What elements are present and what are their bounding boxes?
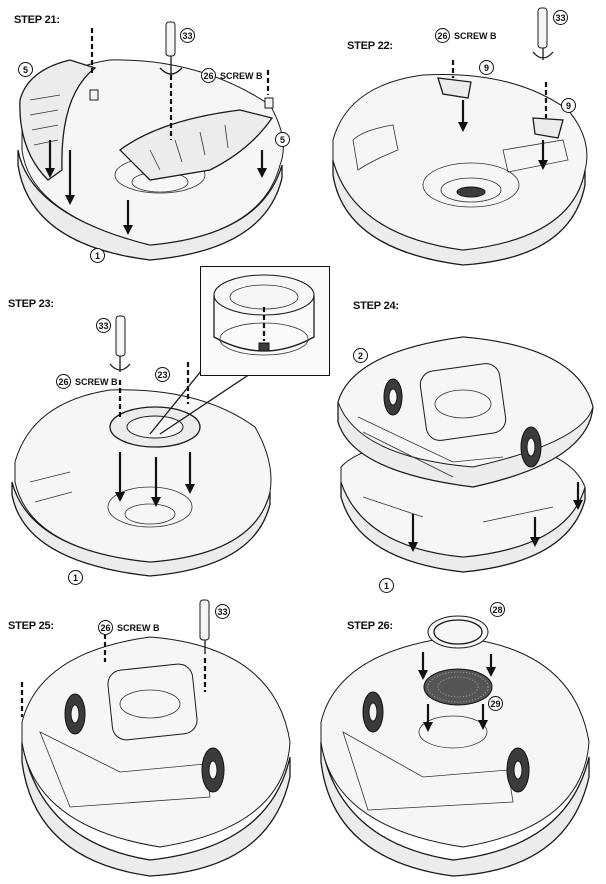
screw-b-label: SCREW B xyxy=(117,623,160,633)
tool-33-callout: 33 xyxy=(553,10,568,25)
step-21-panel: STEP 21: 5 33 26 SCREW B 5 1 xyxy=(0,0,303,292)
part-5-left-callout: 5 xyxy=(18,62,33,77)
step-22-illustration xyxy=(332,7,588,266)
part-5-right-callout: 5 xyxy=(275,132,290,147)
step-21-label: STEP 21: xyxy=(14,14,60,26)
screw-26-callout: 26 xyxy=(201,68,216,83)
ring-23-callout: 23 xyxy=(155,367,170,382)
step-24-illustration xyxy=(337,336,594,573)
tool-33-callout: 33 xyxy=(180,28,195,43)
step-22-label: STEP 22: xyxy=(347,40,393,52)
base-1-callout: 1 xyxy=(90,248,105,263)
step-23-illustration xyxy=(11,315,272,577)
screw-26-callout: 26 xyxy=(56,374,71,389)
part-9-top-callout: 9 xyxy=(479,60,494,75)
step-26-panel: STEP 26: 28 29 xyxy=(303,592,606,884)
part-9-bottom-callout: 9 xyxy=(561,98,576,113)
step-26-illustration xyxy=(320,615,590,877)
step-25-panel: STEP 25: 26 SCREW B 33 xyxy=(0,592,303,884)
detail-inset xyxy=(200,266,330,376)
step-24-label: STEP 24: xyxy=(353,300,399,312)
screw-26-callout: 26 xyxy=(435,28,450,43)
step-25-label: STEP 25: xyxy=(8,620,54,632)
base-1-callout: 1 xyxy=(379,578,394,593)
filter-29-callout: 29 xyxy=(488,696,503,711)
screw-26-callout: 26 xyxy=(98,620,113,635)
step-26-label: STEP 26: xyxy=(347,620,393,632)
cover-2-callout: 2 xyxy=(353,348,368,363)
step-25-illustration xyxy=(20,599,291,877)
tool-33-callout: 33 xyxy=(215,604,230,619)
step-21-illustration xyxy=(17,21,284,261)
ring-28-callout: 28 xyxy=(490,602,505,617)
base-1-callout: 1 xyxy=(68,570,83,585)
detail-inset-illustration xyxy=(213,274,315,356)
screw-b-label: SCREW B xyxy=(220,71,263,81)
step-23-label: STEP 23: xyxy=(8,298,54,310)
screw-b-label: SCREW B xyxy=(75,377,118,387)
screw-b-label: SCREW B xyxy=(454,31,497,41)
step-24-panel: STEP 24: 2 1 xyxy=(303,292,606,593)
step-22-panel: STEP 22: 26 SCREW B 33 9 9 xyxy=(303,0,606,292)
step-23-panel: STEP 23: 33 26 SCREW B 23 1 xyxy=(0,266,330,585)
tool-33-callout: 33 xyxy=(96,318,111,333)
